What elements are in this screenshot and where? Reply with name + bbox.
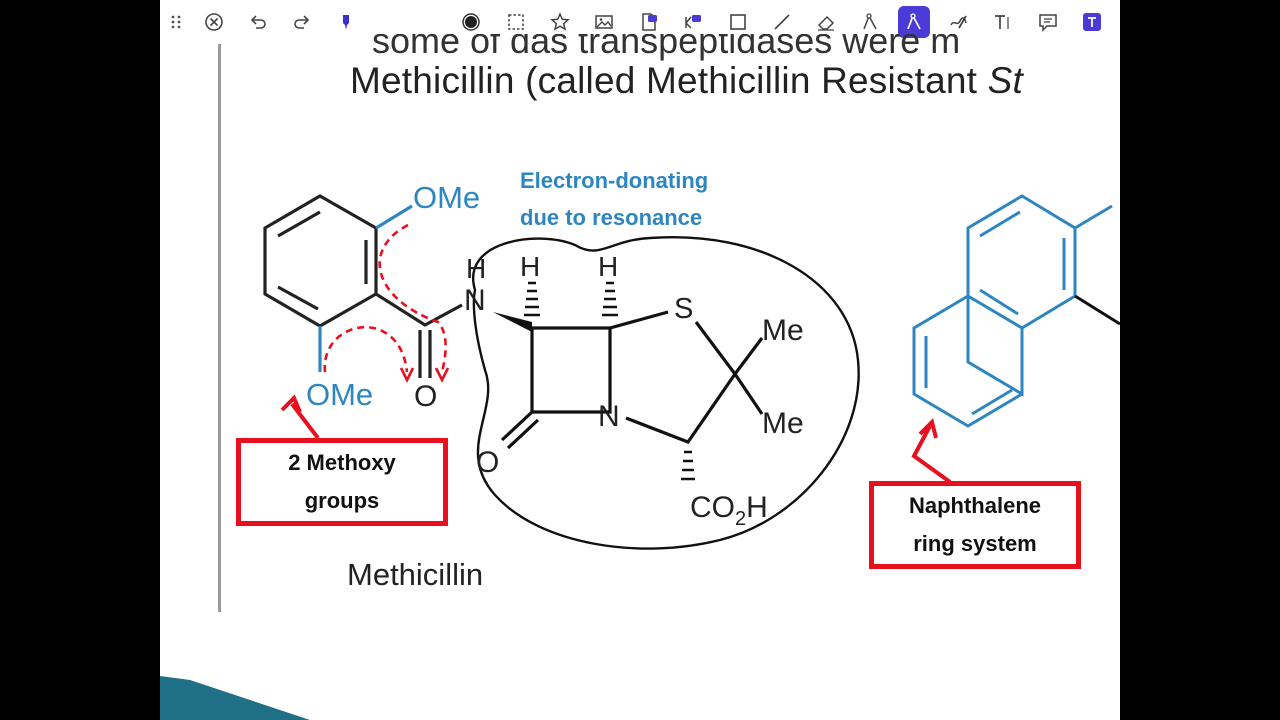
undo-icon[interactable]: [242, 6, 274, 38]
text-box-icon[interactable]: [1076, 6, 1108, 38]
lasso-icon[interactable]: [854, 6, 886, 38]
text-icon[interactable]: [986, 6, 1018, 38]
ome-top-bond: [375, 204, 413, 230]
benzene-ring: [263, 194, 378, 328]
atom-s: S: [674, 293, 693, 325]
naphthalene-ring-box: Naphthalene ring system: [869, 481, 1081, 569]
select-rect-icon[interactable]: [500, 6, 532, 38]
resonance-label: due to resonance: [520, 205, 703, 230]
atom-n-ring: N: [598, 400, 620, 433]
atom-h1: H: [520, 251, 540, 282]
atom-ome-bottom: OMe: [306, 377, 373, 412]
structure-caption: Methicillin: [347, 557, 484, 592]
keyboard-icon[interactable]: [677, 6, 709, 38]
atom-h2: H: [598, 251, 618, 282]
pen-marker-icon[interactable]: [330, 6, 362, 38]
redo-icon[interactable]: [286, 6, 318, 38]
pdf-icon[interactable]: [633, 6, 665, 38]
record-icon[interactable]: [455, 6, 487, 38]
atom-me1: Me: [762, 314, 804, 347]
atom-me2: Me: [762, 407, 804, 440]
pen-tool-icon[interactable]: [898, 6, 930, 38]
methoxy-groups-box: 2 Methoxy groups: [236, 438, 448, 526]
page-title: Methicillin (called Methicillin Resistan…: [350, 60, 1120, 102]
slide-left-rule: [218, 44, 221, 612]
slide-corner-accent: [160, 676, 310, 720]
atom-nh-n: N: [464, 284, 486, 317]
close-icon[interactable]: [198, 6, 230, 38]
naphthalene-box-line1: Naphthalene: [908, 493, 1042, 518]
naphthalene-box-line2: ring system: [913, 531, 1037, 556]
electron-donating-label: Electron-donating: [520, 168, 709, 193]
hand-drawn-circle: [471, 235, 860, 550]
star-icon[interactable]: [544, 6, 576, 38]
title-italic-text: St: [987, 60, 1023, 101]
naphthalene-arrow: [911, 418, 952, 484]
comment-icon[interactable]: [1032, 6, 1064, 38]
image-icon[interactable]: [588, 6, 620, 38]
atom-o-carbonyl: O: [414, 380, 437, 413]
naphthalene-ring: [912, 194, 1113, 428]
resonance-arrows: [323, 223, 447, 373]
methoxy-arrow: [280, 394, 320, 440]
annotation-toolbar: [160, 0, 1120, 44]
drag-handle-icon[interactable]: [160, 6, 192, 38]
atom-o-lactam: O: [476, 446, 499, 479]
methoxy-box-line1: 2 Methoxy: [288, 450, 396, 475]
title-line-partial: some of das transpeptidases were m: [372, 20, 961, 61]
title-text: Methicillin (called Methicillin Resistan…: [350, 60, 988, 101]
eraser-icon[interactable]: [810, 6, 842, 38]
atom-ome-top: OMe: [413, 180, 480, 215]
atom-co2h: CO2H: [690, 491, 768, 530]
methoxy-box-line2: groups: [304, 488, 380, 513]
highlighter-icon[interactable]: [942, 6, 974, 38]
line-icon[interactable]: [766, 6, 798, 38]
atom-nh-h: H: [466, 253, 486, 284]
rectangle-icon[interactable]: [722, 6, 754, 38]
